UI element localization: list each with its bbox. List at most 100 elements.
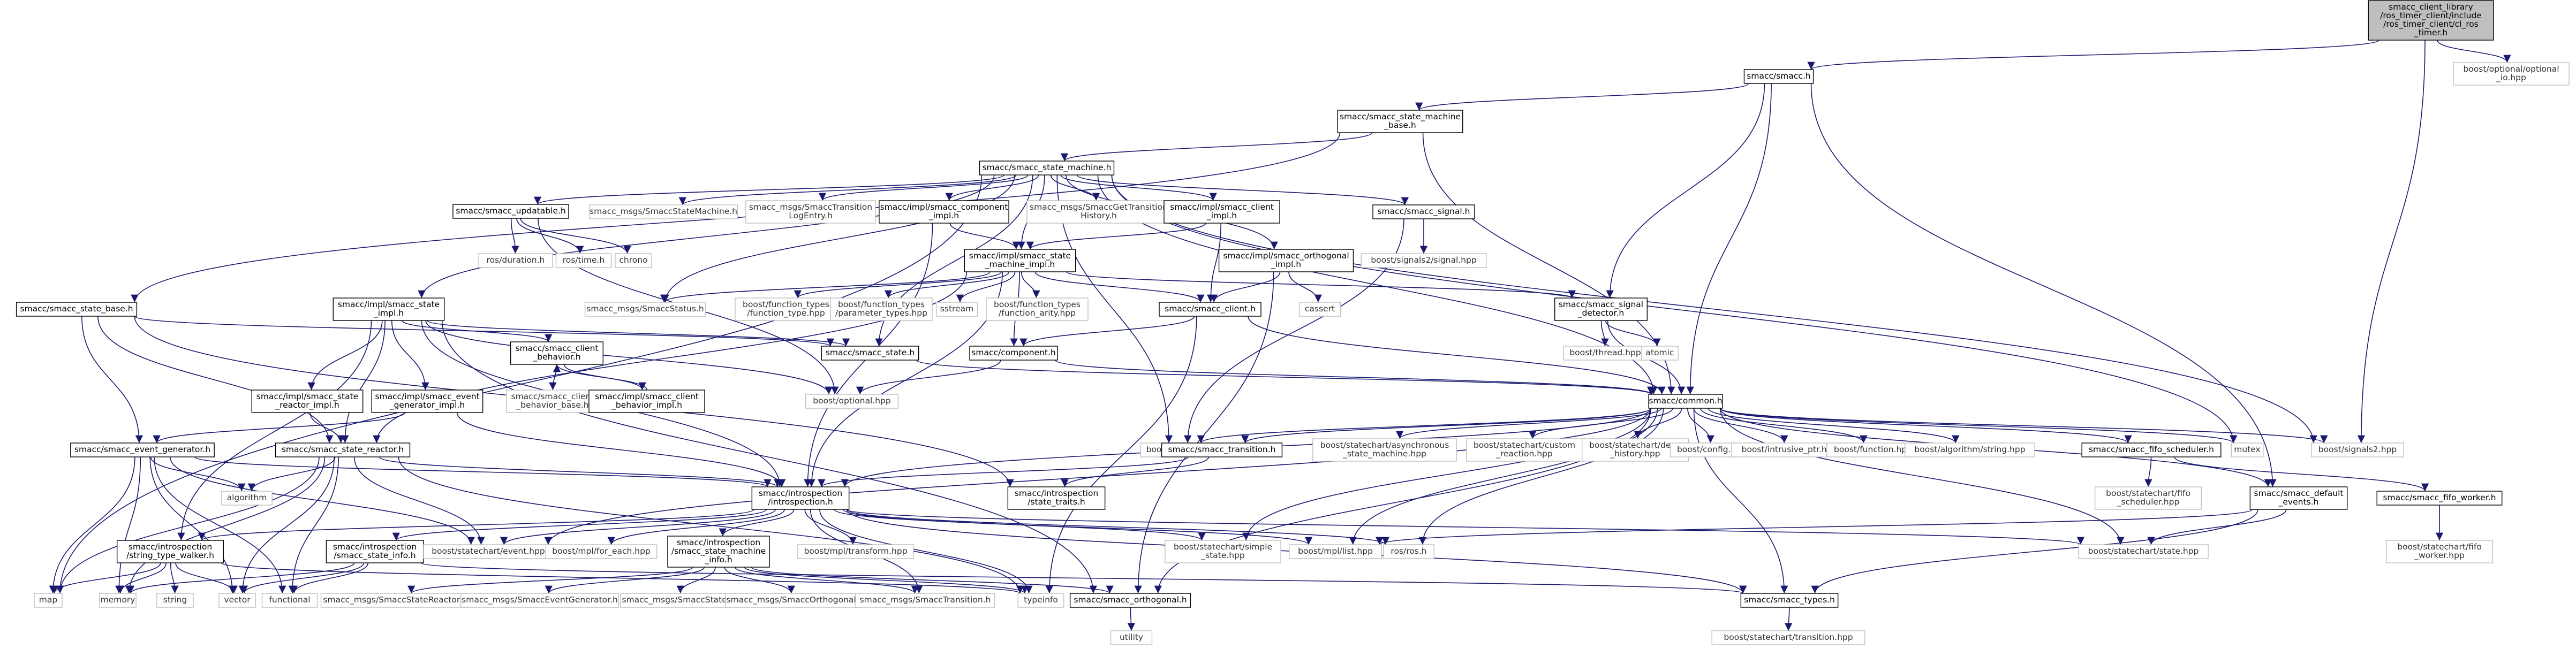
node-msg-statemachine[interactable]: smacc_msgs/SmaccStateMachine.h [588,204,738,219]
node-component-h[interactable]: smacc/component.h [969,346,1058,361]
node-memory[interactable]: memory [99,593,137,608]
node-sc-transition[interactable]: boost/statechart/transition.hpp [1711,630,1865,645]
node-thread-hpp[interactable]: boost/thread.hpp [1563,346,1648,361]
node-ros-h[interactable]: ros/ros.h [1383,544,1434,559]
node-event-generator-h[interactable]: smacc/smacc_event_generator.h [70,442,215,457]
node-msg-orthogonal[interactable]: smacc_msgs/SmaccOrthogonal.h [725,593,865,608]
edge-common-h-to-mpl-list [1349,408,1658,545]
node-algorithm[interactable]: algorithm [221,491,273,506]
node-functional[interactable]: functional [261,593,318,608]
edge-state-impl-h-to-event-generator-impl-h [391,320,429,391]
node-async-sm[interactable]: boost/statechart/asynchronous_state_mach… [1312,438,1457,462]
node-ft-function-arity[interactable]: boost/function_types/function_arity.hpp [986,297,1089,321]
node-client-behavior-impl-h[interactable]: smacc/impl/smacc_client_behavior_impl.h [588,390,705,413]
node-state-machine-impl-h[interactable]: smacc/impl/smacc_state_machine_impl.h [964,249,1076,272]
node-signals2-hpp[interactable]: boost/signals2.hpp [2311,442,2405,457]
node-transition-h[interactable]: smacc/smacc_transition.h [1161,442,1283,457]
node-state-reactor-h[interactable]: smacc/smacc_state_reactor.h [275,442,411,457]
node-component-impl-h[interactable]: smacc/impl/smacc_component_impl.h [879,200,1009,224]
node-client-h[interactable]: smacc/smacc_client.h [1159,302,1261,317]
node-atomic[interactable]: atomic [1641,346,1679,361]
node-ros-time[interactable]: ros/time.h [555,253,612,268]
node-label: smacc_msgs/SmaccStateReactor.h [323,595,467,605]
node-types-h[interactable]: smacc/smacc_types.h [1740,593,1839,608]
node-state-machine-base-h[interactable]: smacc/smacc_state_machine_base.h [1337,110,1463,133]
node-client-impl-h[interactable]: smacc/impl/smacc_client_impl.h [1164,200,1280,224]
node-ros-duration[interactable]: ros/duration.h [478,253,553,268]
node-common-h[interactable]: smacc/common.h [1648,394,1723,409]
node-msg-state-reactor[interactable]: smacc_msgs/SmaccStateReactor.h [320,593,470,608]
node-cassert[interactable]: cassert [1298,302,1341,317]
node-optional-hpp[interactable]: boost/optional/optional_io.hpp [2453,62,2570,86]
node-fifo-scheduler-h[interactable]: smacc/smacc_fifo_scheduler.h [2081,442,2222,457]
edge-signal-detector-h-to-thread-hpp [1600,320,1609,347]
node-state-traits-h[interactable]: smacc/introspection/state_traits.h [1007,486,1106,510]
node-sc-state[interactable]: boost/statechart/state.hpp [2078,544,2209,559]
node-box [555,253,612,268]
node-string-type-walker-h[interactable]: smacc/introspection/string_type_walker.h [116,540,224,563]
node-mpl-list[interactable]: boost/mpl/list.hpp [1288,544,1382,559]
node-msg-status[interactable]: smacc_msgs/SmaccStatus.h [584,302,706,317]
node-label: smacc/smacc_event_generator.h [74,445,210,455]
node-msg-transition[interactable]: smacc_msgs/SmaccTransition.h [855,593,995,608]
node-smacc-h[interactable]: smacc/smacc.h [1743,69,1814,84]
node-simple-state[interactable]: boost/statechart/simple_state.hpp [1165,540,1281,563]
node-msg-event-generator[interactable]: smacc_msgs/SmaccEventGenerator.h [460,593,619,608]
node-box [1337,110,1463,133]
node-box [745,200,876,224]
node-signals2-signal[interactable]: boost/signals2/signal.hpp [1361,253,1487,268]
node-default-events-h[interactable]: smacc/smacc_default_events.h [2249,486,2348,510]
node-signal-detector-h[interactable]: smacc/smacc_signal_detector.h [1554,297,1648,321]
node-mpl-transform[interactable]: boost/mpl/transform.hpp [797,544,914,559]
node-vector[interactable]: vector [218,593,256,608]
node-sc-fifo-scheduler[interactable]: boost/statechart/fifo_scheduler.hpp [2094,486,2202,510]
edge-state-machine-h-to-msg-statemachine [678,174,1017,205]
node-state-base-h[interactable]: smacc/smacc_state_base.h [16,302,138,317]
node-map[interactable]: map [34,593,63,608]
node-typeinfo[interactable]: typeinfo [1017,593,1064,608]
node-function-hpp[interactable]: boost/function.hpp [1826,442,1920,457]
edge-state-machine-h-to-msg-get-transition [1051,174,1100,201]
node-event-generator-impl-h[interactable]: smacc/impl/smacc_event_generator_impl.h [371,390,484,413]
node-boost-optional[interactable]: boost/optional.hpp [805,394,898,409]
node-msg-state[interactable]: smacc_msgs/SmaccState.h [620,593,737,608]
node-deep-history[interactable]: boost/statechart/deep_history.hpp [1581,438,1689,462]
node-mutex[interactable]: mutex [2231,442,2264,457]
node-string[interactable]: string [156,593,194,608]
edge-event-generator-h-to-memory [115,456,141,594]
node-state-machine-h[interactable]: smacc/smacc_state_machine.h [979,161,1115,175]
node-ft-parameter-types[interactable]: boost/function_types/parameter_types.hpp [830,297,933,321]
node-sc-fifo-worker[interactable]: boost/statechart/fifo_worker.hpp [2385,540,2494,563]
node-state-impl-h[interactable]: smacc/impl/smacc_state_impl.h [333,297,445,321]
node-fifo-worker-h[interactable]: smacc/smacc_fifo_worker.h [2376,491,2503,506]
node-state-h[interactable]: smacc/smacc_state.h [821,346,919,361]
node-box [964,249,1076,272]
node-orthogonal-impl-h[interactable]: smacc/impl/smacc_orthogonal_impl.h [1218,249,1354,272]
node-mpl-for-each[interactable]: boost/mpl/for_each.hpp [545,544,658,559]
node-client-behavior-base-h[interactable]: smacc/smacc_client_behavior_base.h [506,390,600,413]
edge-state-machine-impl-h-to-signal-detector-h [1066,271,1576,299]
node-sc-event[interactable]: boost/statechart/event.hpp [423,544,554,559]
node-label: smacc/smacc_state.h [826,348,915,358]
node-sstream[interactable]: sstream [935,302,978,317]
node-custom-reaction[interactable]: boost/statechart/custom_reaction.hpp [1466,438,1583,462]
node-label: smacc_msgs/SmaccStateMachine.h [590,207,737,217]
node-client-behavior-h[interactable]: smacc/smacc_client_behavior.h [510,341,604,365]
node-ft-function-type[interactable]: boost/function_types/function_type.hpp [735,297,837,321]
node-signal-h[interactable]: smacc/smacc_signal.h [1372,204,1475,219]
node-label: string [163,595,187,605]
node-utility[interactable]: utility [1110,630,1153,645]
node-introspection-h[interactable]: smacc/introspection/introspection.h [751,486,850,510]
node-box [116,540,224,563]
node-sm-info-h[interactable]: smacc/introspection/smacc_state_machine_… [667,536,770,568]
node-orthogonal-h[interactable]: smacc/smacc_orthogonal.h [1069,593,1191,608]
node-chrono[interactable]: chrono [615,253,652,268]
node-label: _info.h [704,555,732,565]
node-updatable-h[interactable]: smacc/smacc_updatable.h [452,204,569,219]
node-label: _impl.h [928,211,959,221]
node-algorithm-string[interactable]: boost/algorithm/string.hpp [1905,442,2035,457]
node-state-reactor-impl-h[interactable]: smacc/impl/smacc_state_reactor_impl.h [251,390,364,413]
node-smacc-state-info-h[interactable]: smacc/introspection/smacc_state_info.h [326,540,424,563]
